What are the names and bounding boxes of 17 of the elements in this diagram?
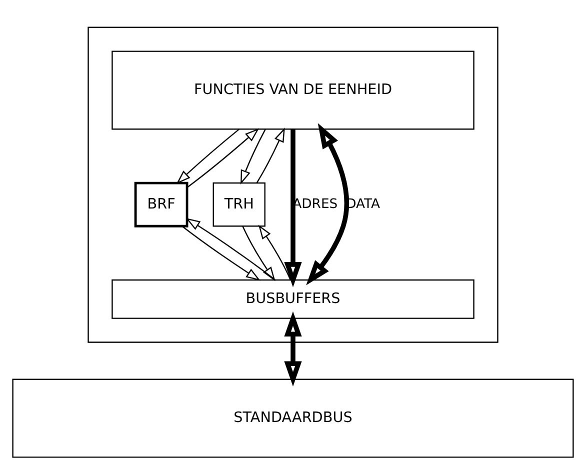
arrow xyxy=(284,129,302,288)
cluster xyxy=(88,26,498,343)
arrow xyxy=(240,129,266,184)
node-box: STANDAARDBUS xyxy=(12,378,574,458)
arrow xyxy=(182,226,260,281)
arrow xyxy=(256,128,285,184)
node-box: TRH xyxy=(212,182,266,227)
arrow xyxy=(258,224,291,280)
arrow xyxy=(186,218,276,280)
node-box: FUNCTIES VAN DE EENHEID xyxy=(112,50,474,130)
arrow xyxy=(176,128,240,184)
arrow xyxy=(186,128,260,188)
node-box: BUSBUFFERS xyxy=(112,279,474,319)
arrow xyxy=(284,311,302,386)
arrow xyxy=(242,226,276,282)
arrow xyxy=(306,123,349,286)
node-box: BRF xyxy=(134,182,188,228)
